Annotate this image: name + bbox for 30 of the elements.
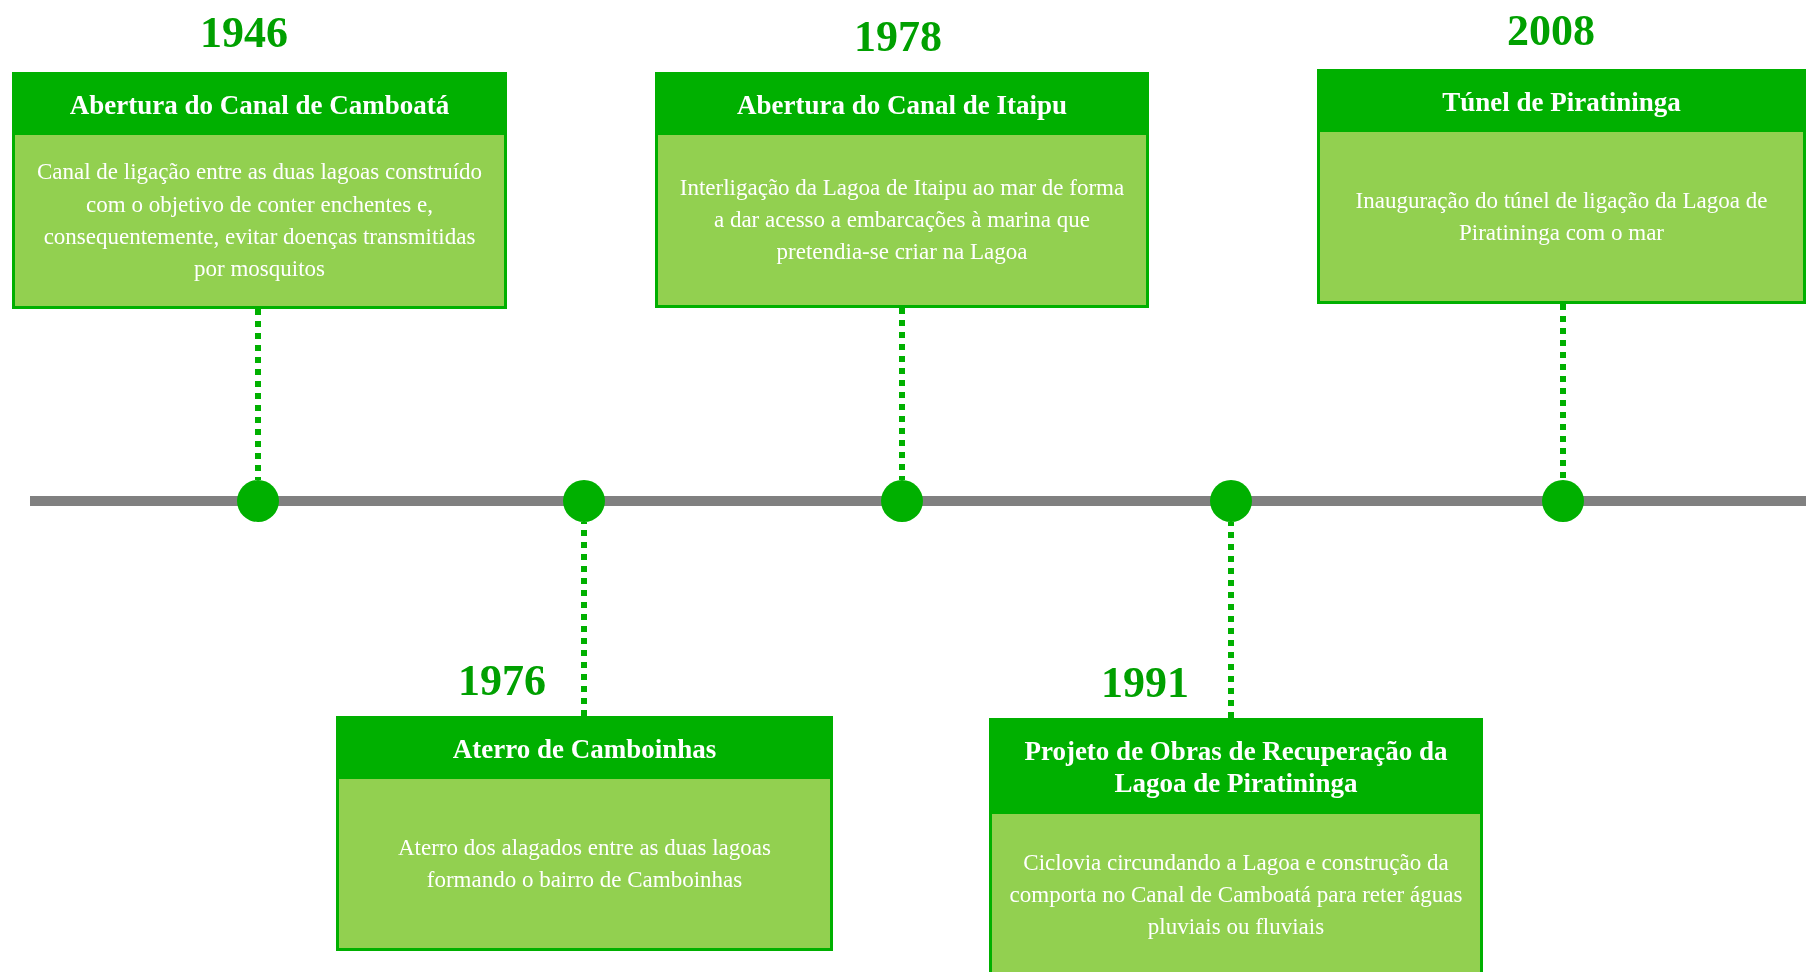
- event-card: [655, 72, 1149, 308]
- timeline-dot: [1542, 480, 1584, 522]
- year-label: 1976: [458, 654, 546, 706]
- dotted-connector: [1228, 522, 1234, 718]
- timeline-dot: [1210, 480, 1252, 522]
- dotted-connector: [1560, 304, 1566, 480]
- year-label: 1946: [200, 6, 288, 58]
- timeline-dot: [881, 480, 923, 522]
- event-title: Túnel de Piratininga: [1320, 72, 1803, 133]
- timeline-dot: [563, 480, 605, 522]
- event-title: Abertura do Canal de Itaipu: [658, 75, 1146, 136]
- year-label: 1978: [854, 10, 942, 62]
- event-description: Ciclovia circundando a Lagoa e construção da comporta no Canal de Camboatá para reter águas pluviais ou fluviais: [1008, 849, 1464, 942]
- event-description: Interligação da Lagoa de Itaipu ao mar de forma a dar acesso a embarcações à marina que pretendia-se criar na Lagoa: [678, 173, 1126, 267]
- year-label: 1991: [1101, 656, 1189, 708]
- event-description: Canal de ligação entre as duas lagoas construído com o objetivo de conter enchentes e, consequentemente, evitar doenças transmitidas por mosquitos: [35, 158, 484, 283]
- event-card: [989, 718, 1483, 972]
- event-description: Aterro dos alagados entre as duas lagoas formando o bairro de Camboinhas: [397, 833, 772, 894]
- event-description: Inauguração do túnel de ligação da Lagoa de Piratininga com o mar: [1354, 186, 1769, 247]
- event-card: [12, 72, 507, 309]
- event-card: [336, 716, 833, 951]
- dotted-connector: [899, 308, 905, 480]
- dotted-connector: [255, 309, 261, 480]
- event-title: Aterro de Camboinhas: [339, 719, 830, 780]
- timeline-dot: [237, 480, 279, 522]
- event-title: Projeto de Obras de Recuperação da Lagoa de Piratininga: [992, 721, 1480, 814]
- event-title: Abertura do Canal de Camboatá: [15, 75, 504, 136]
- event-card: [1317, 69, 1806, 304]
- year-label: 2008: [1507, 4, 1595, 56]
- dotted-connector: [581, 522, 587, 716]
